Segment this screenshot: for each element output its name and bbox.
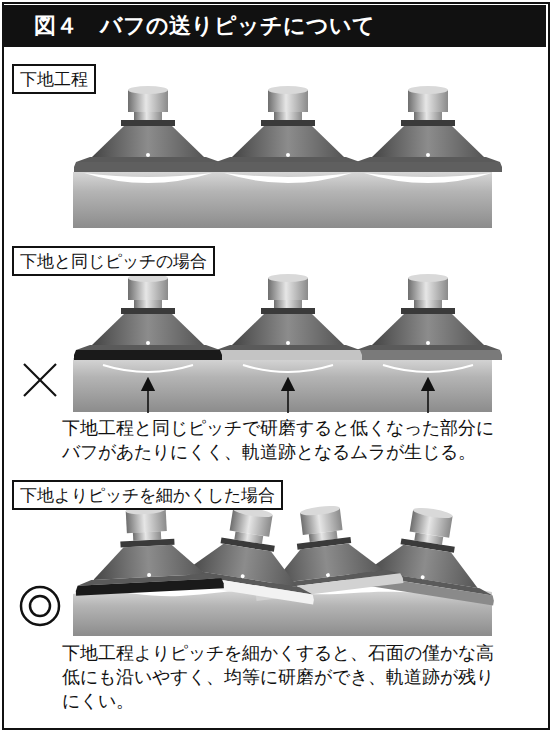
cross-mark [24,364,56,396]
buff-tool [72,502,224,596]
double-circle-mark [21,587,59,625]
buff-tool [74,86,222,172]
buff-tool [74,274,222,360]
section-label: 下地よりピッチを細かくした場合 [20,484,275,506]
buff-tool [347,497,507,605]
explanation-note: 下地工程と同じピッチで研磨すると低くなった部分にバフがあたりにくく、軌道跡となる… [62,416,510,464]
buff-tool [214,86,362,172]
section-label-box: 下地よりピッチを細かくした場合 [12,480,283,510]
leader-arrows [148,384,428,413]
outer-frame [3,3,549,729]
section-label-box: 下地工程 [12,64,96,94]
section-label: 下地と同じピッチの場合 [20,250,207,272]
low-spot [103,365,473,372]
leader-arrow [147,384,149,413]
buff-tool [354,274,502,360]
explanation-note: 下地工程よりピッチを細かくすると、石面の僅かな高低にも沿いやすく、均等に研磨がで… [62,641,510,713]
diagram-title: 図４ バフの送りピッチについて [34,5,375,47]
pad-contact [84,173,492,183]
leader-arrow [427,384,429,413]
section-label-box: 下地と同じピッチの場合 [12,246,215,276]
explanation-text: 下地工程と同じピッチで研磨すると低くなった部分にバフがあたりにくく、軌道跡となる… [62,416,510,464]
buff-tool [354,86,502,172]
buff-tool [214,274,362,360]
explanation-text: 下地工程よりピッチを細かくすると、石面の僅かな高低にも沿いやすく、均等に研磨がで… [62,641,510,713]
title-band: 図４ バフの送りピッチについて [4,5,546,47]
leader-arrow [287,384,289,413]
stone-slab [73,172,492,228]
stone-slab [73,358,492,412]
section-label: 下地工程 [20,68,88,90]
